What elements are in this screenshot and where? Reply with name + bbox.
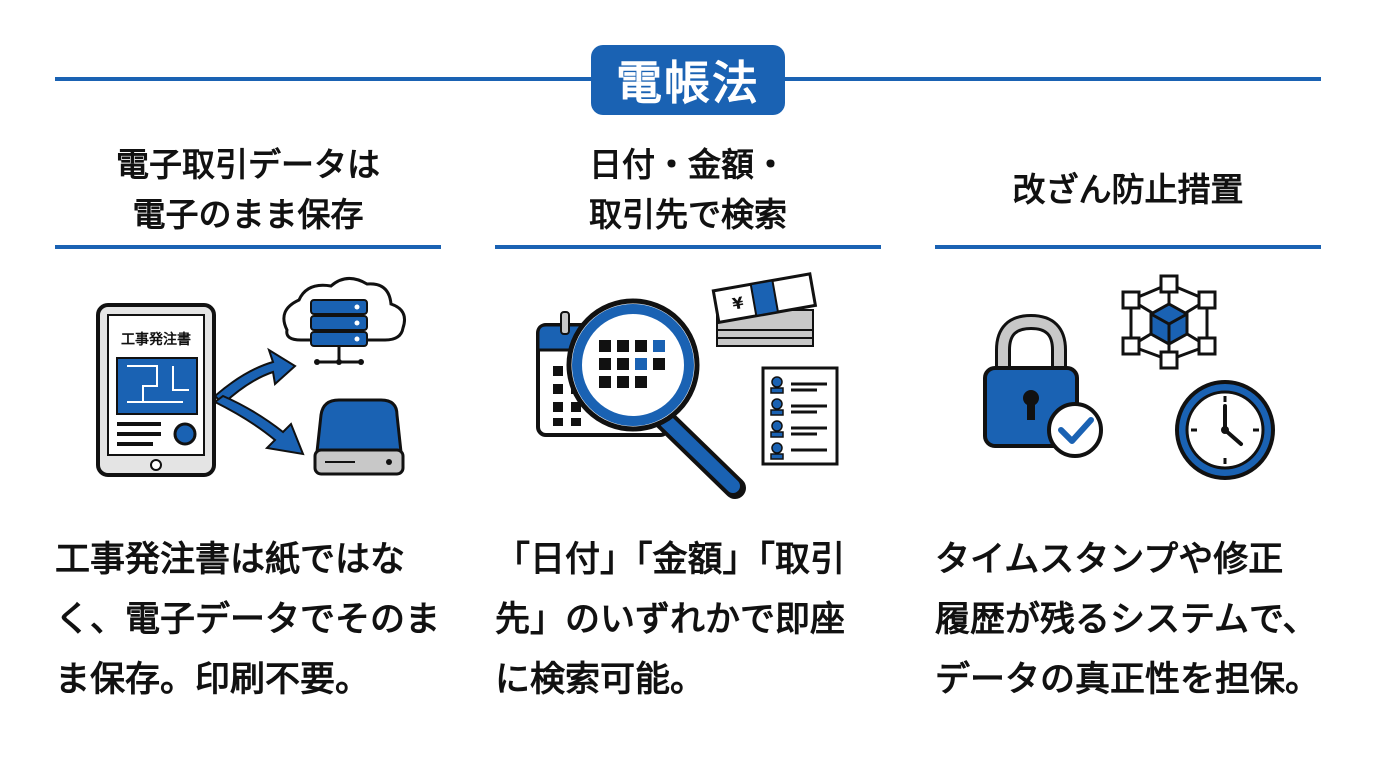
security-illustration — [983, 274, 1275, 480]
heading-line: 取引先で検索 — [589, 195, 787, 234]
body-line: に検索可能。 — [495, 660, 706, 700]
column-rule — [55, 245, 441, 249]
column-search: 日付・金額・ 取引先で検索 — [495, 130, 881, 750]
arrow-icon — [213, 347, 305, 456]
body-line: 先」のいずれかで即座 — [495, 600, 846, 640]
column-tamper-prevention: 改ざん防止措置 — [935, 130, 1321, 750]
title-rule-right — [785, 77, 1321, 81]
body-line: タイムスタンプや修正 — [935, 540, 1284, 580]
hard-drive-icon — [313, 398, 405, 476]
contact-list-icon — [761, 366, 839, 466]
column-rule — [935, 245, 1321, 249]
page-title: 電帳法 — [591, 45, 785, 115]
body-line: 履歴が残るシステムで、 — [935, 600, 1318, 640]
title-rule-left — [55, 77, 591, 81]
tablet-document-icon: 工事発注書 — [96, 303, 216, 477]
heading-line: 改ざん防止措置 — [1012, 170, 1244, 209]
storage-illustration: 工事発注書 — [96, 277, 406, 477]
clock-icon — [1175, 380, 1275, 480]
money-stack-icon: ¥ — [711, 272, 818, 347]
cloud-server-icon — [282, 277, 406, 365]
body-line: く、電子データでそのま — [55, 600, 441, 640]
column-rule — [495, 245, 881, 249]
search-illustration: ¥ — [536, 272, 839, 499]
column-body: 工事発注書は紙ではな く、電子データでそのま ま保存。印刷不要。 — [55, 530, 441, 710]
column-heading: 改ざん防止措置 — [935, 140, 1321, 240]
body-line: データの真正性を担保。 — [935, 660, 1321, 700]
magnifier-icon — [566, 298, 746, 499]
body-line: 工事発注書は紙ではな — [55, 540, 406, 580]
column-heading: 日付・金額・ 取引先で検索 — [495, 140, 881, 240]
heading-line: 電子のまま保存 — [132, 195, 364, 234]
column-body: タイムスタンプや修正 履歴が残るシステムで、 データの真正性を担保。 — [935, 530, 1321, 710]
blockchain-icon — [1121, 274, 1217, 370]
body-line: ま保存。印刷不要。 — [55, 660, 371, 700]
check-badge-icon — [1047, 402, 1103, 458]
column-body: 「日付」「金額」「取引 先」のいずれかで即座 に検索可能。 — [495, 530, 881, 710]
column-heading: 電子取引データは 電子のまま保存 — [55, 140, 441, 240]
column-electronic-storage: 電子取引データは 電子のまま保存 工事発注書 — [55, 130, 441, 750]
heading-line: 日付・金額・ — [589, 145, 787, 184]
body-line: 「日付」「金額」「取引 — [495, 540, 846, 580]
document-label: 工事発注書 — [121, 331, 191, 348]
money-symbol: ¥ — [731, 293, 745, 314]
heading-line: 電子取引データは — [116, 145, 380, 184]
